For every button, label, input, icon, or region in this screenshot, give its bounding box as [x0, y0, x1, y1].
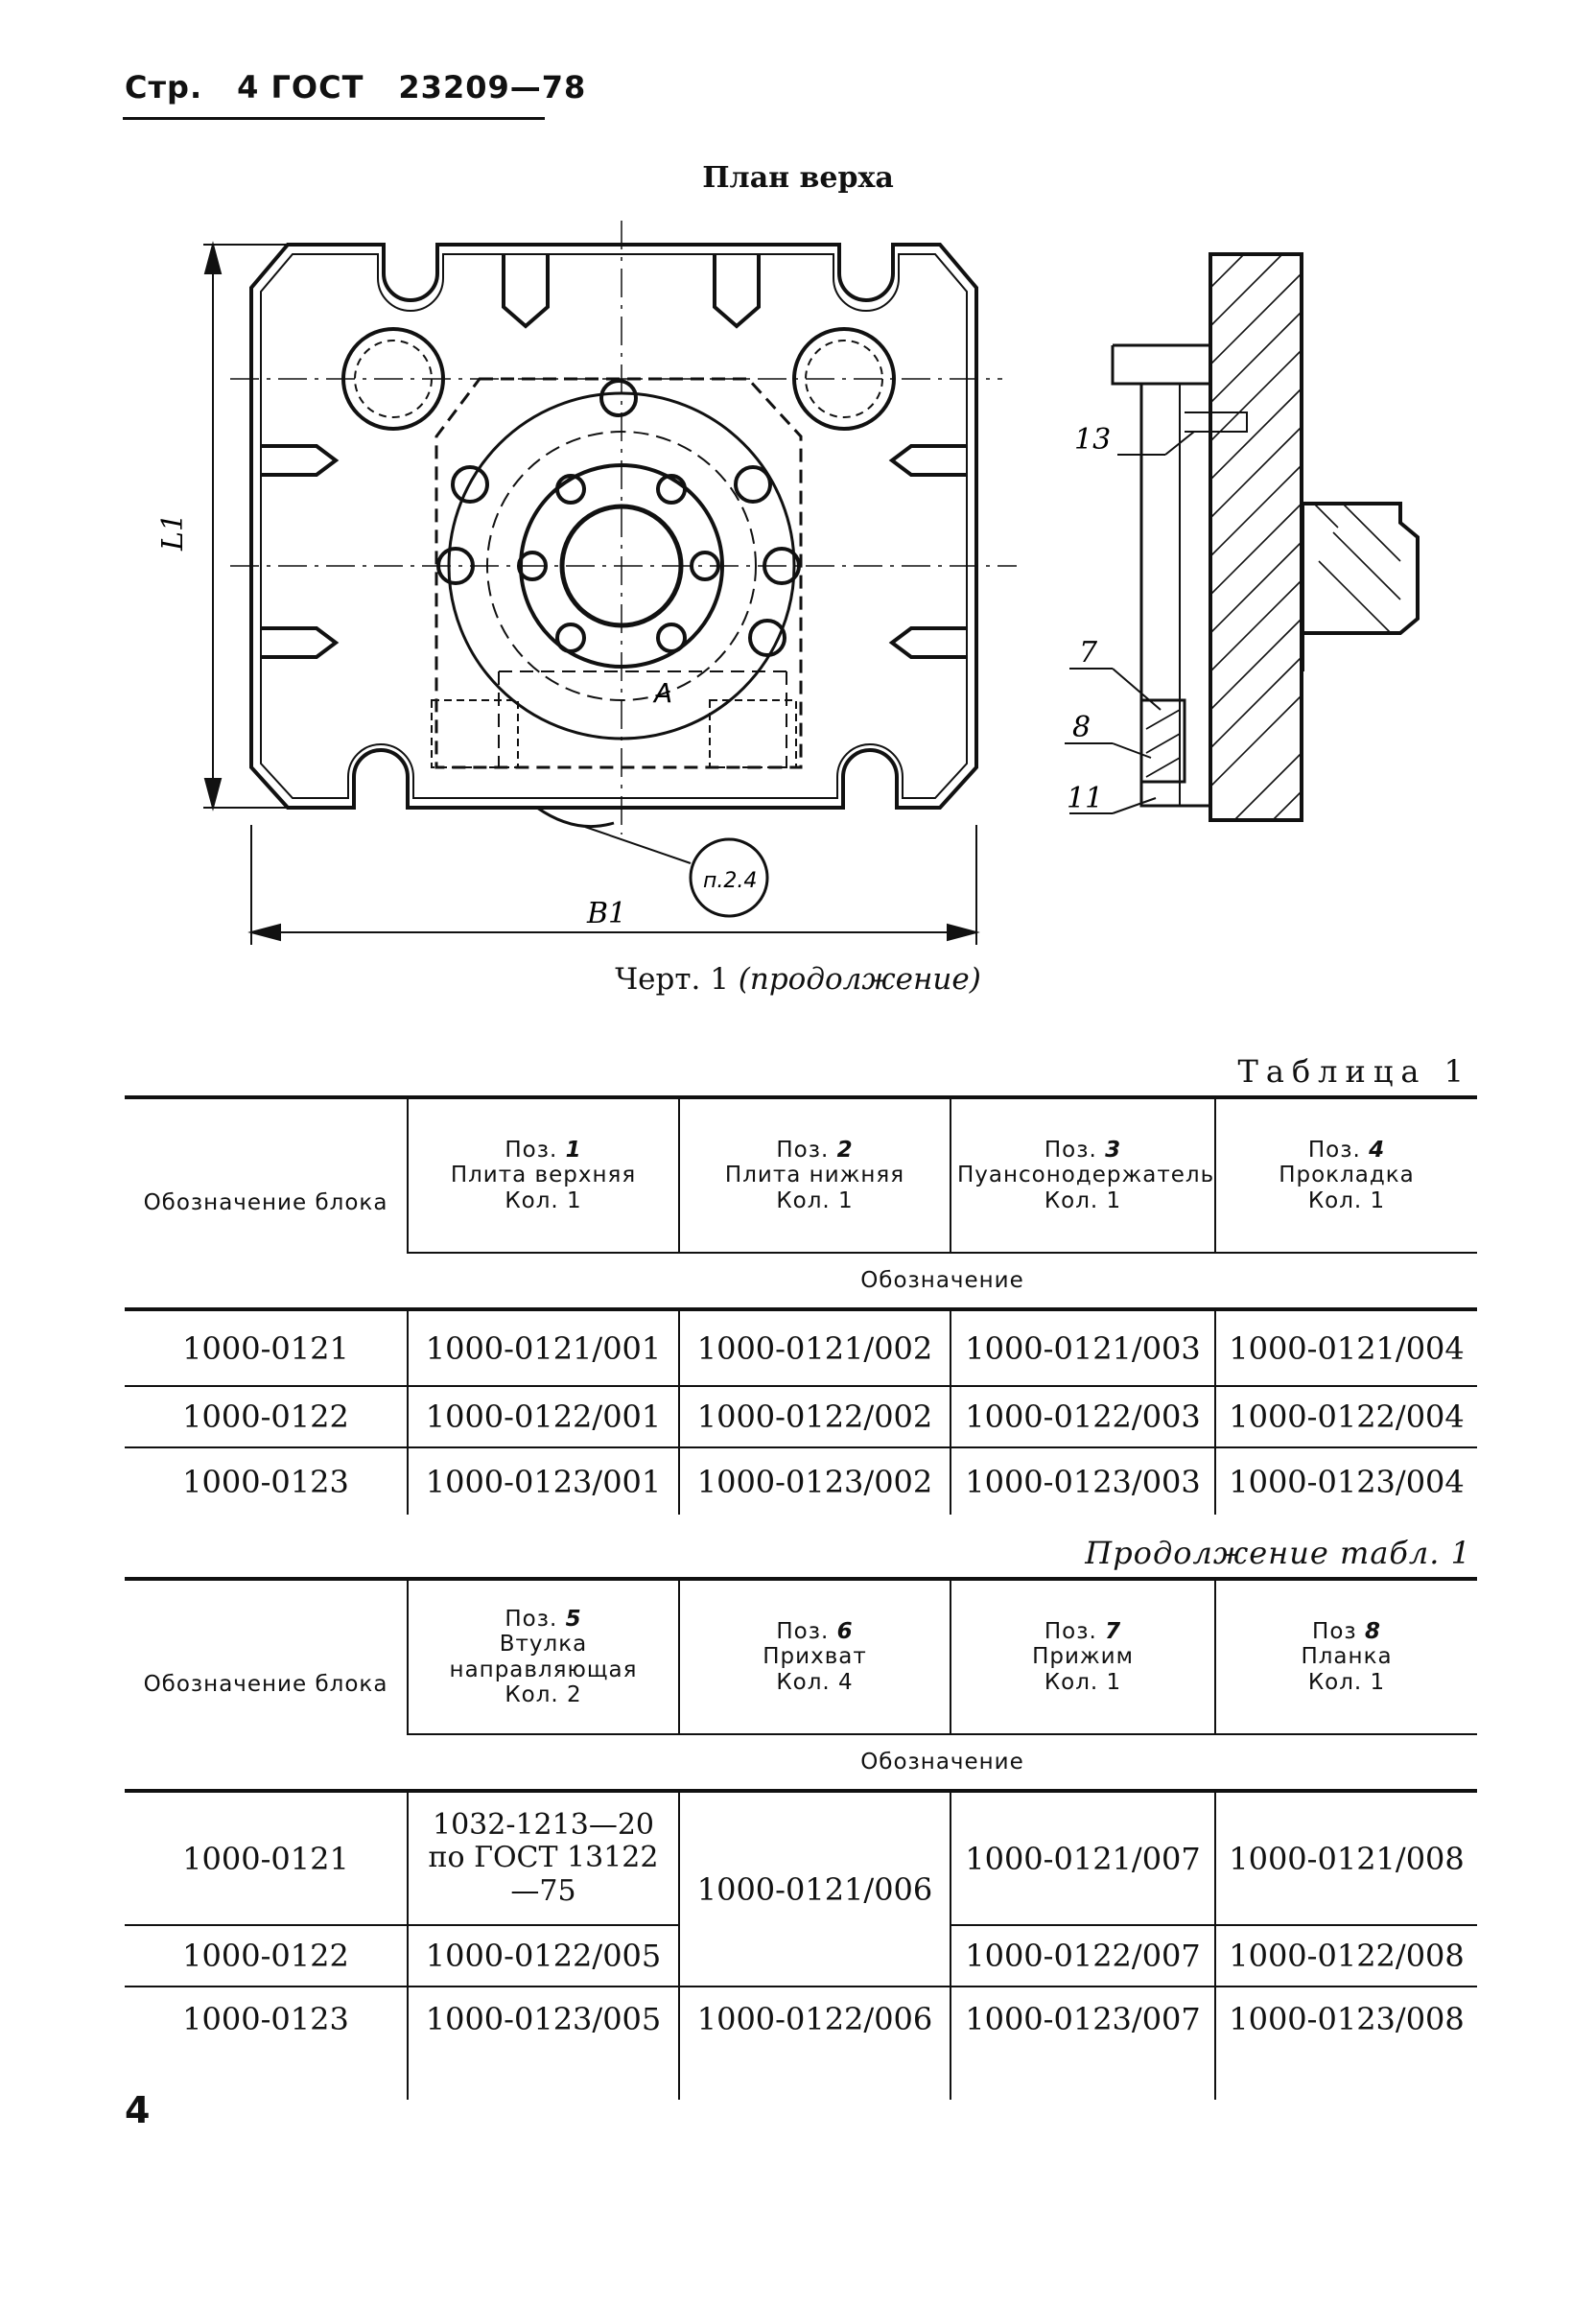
table-cell: 1000-0122/008	[1214, 1924, 1477, 1987]
table-cell: 1000-0123/004	[1214, 1446, 1477, 1515]
plate-inner-outline	[260, 253, 968, 799]
page-label: Стр.	[125, 69, 203, 106]
table-cell: 1000-0122	[125, 1385, 408, 1447]
table-cell: 1000-0121/002	[678, 1307, 951, 1386]
table-cell: 1000-0122/002	[678, 1385, 951, 1447]
table2-col0-header: Обозначение блока	[125, 1577, 408, 1791]
table1-col0-header: Обозначение блока	[125, 1095, 408, 1309]
dim-label-b1: B1	[586, 897, 626, 930]
table-cell: 1000-0122/004	[1214, 1385, 1477, 1447]
table-cell: 1000-0121	[125, 1307, 408, 1386]
table-cell: 1000-0123/002	[678, 1446, 951, 1515]
table-cell: 1000-0123/005	[407, 1986, 679, 2100]
caption-italic: (продолжение)	[738, 962, 981, 997]
table-cell: 1000-0123/008	[1214, 1986, 1477, 2100]
table-cell: 1000-0122/006	[678, 1986, 951, 2100]
dim-label-l1: L1	[156, 513, 190, 552]
table-cell: 1000-0121	[125, 1789, 408, 1925]
page-header: Стр. 4 ГОСТ 23209—78	[125, 69, 586, 106]
plate-outline	[249, 243, 978, 810]
table-cell: 1000-0121/008	[1214, 1789, 1477, 1925]
punch-holder-dashed	[434, 377, 803, 769]
table2-subheader: Обозначение	[408, 1733, 1477, 1791]
callout-11: 11	[1067, 782, 1103, 815]
table-cell: 1000-0122/007	[950, 1924, 1215, 1987]
standard-label: ГОСТ	[270, 69, 364, 106]
table-cell: 1000-0121/003	[950, 1307, 1215, 1386]
table-cell: 1000-0121/001	[407, 1307, 679, 1386]
caption-prefix: Черт. 1	[615, 962, 729, 997]
table-cell: 1032-1213—20 по ГОСТ 13122—75	[407, 1789, 679, 1925]
header-rule	[123, 117, 545, 120]
page-number-footer: 4	[125, 2089, 151, 2131]
table-cell: 1000-0123/003	[950, 1446, 1215, 1515]
table-cell: 1000-0122/003	[950, 1385, 1215, 1447]
table-cell: 1000-0123	[125, 1446, 408, 1515]
table-cell: 1000-0122/001	[407, 1385, 679, 1447]
table2-title: Продолжение табл. 1	[1085, 1535, 1471, 1571]
section-label-a: A	[652, 677, 672, 709]
note-label: п.2.4	[703, 869, 757, 893]
table-cell: 1000-0123	[125, 1986, 408, 2100]
table-cell: 1000-0121/004	[1214, 1307, 1477, 1386]
note-circle	[689, 837, 769, 918]
callout-8: 8	[1072, 711, 1091, 744]
table-cell: 1000-0123/007	[950, 1986, 1215, 2100]
table-cell: 1000-0121/006	[678, 1789, 951, 1987]
table1-subheader: Обозначение	[408, 1252, 1477, 1309]
table-cell: 1000-0123/001	[407, 1446, 679, 1515]
drawing-title: План верха	[702, 161, 894, 195]
technical-drawing: L1 B1 A п.2.4	[156, 221, 1420, 945]
table1-title: Таблица 1	[1237, 1053, 1471, 1090]
table-cell: 1000-0121/007	[950, 1789, 1215, 1925]
page-number-header: 4	[237, 69, 260, 106]
table-cell: 1000-0122	[125, 1924, 408, 1987]
drawing-caption: Черт. 1 (продолжение)	[0, 962, 1596, 997]
callout-7: 7	[1079, 636, 1098, 670]
callout-13: 13	[1074, 423, 1111, 457]
standard-number: 23209—78	[398, 69, 587, 106]
table-cell: 1000-0122/005	[407, 1924, 679, 1987]
